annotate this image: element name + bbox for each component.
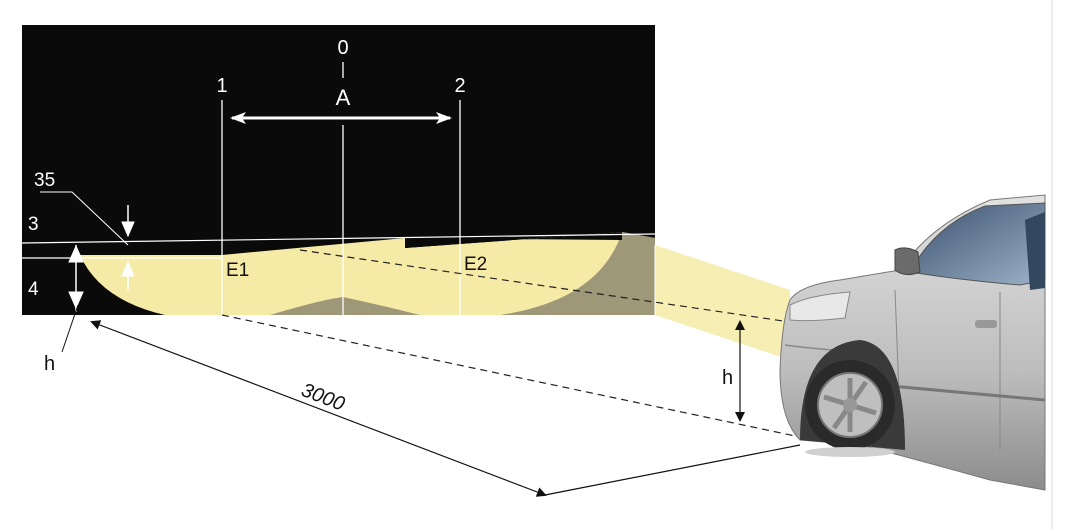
label-zero: 0 (337, 37, 348, 59)
label-35: 35 (34, 170, 55, 191)
label-e1: E1 (226, 260, 249, 281)
car-illustration (779, 194, 1046, 491)
leader-35 (40, 191, 129, 246)
beam-pattern-left (80, 255, 222, 315)
dimension-3000-line (90, 320, 547, 497)
dimension-arrows-35 (121, 205, 135, 290)
dimension-arrows-h (68, 244, 84, 312)
beam-shadow-right (500, 232, 655, 315)
dashed-axis-upper (299, 249, 791, 323)
label-h-left: h (44, 353, 55, 375)
label-1: 1 (216, 75, 227, 97)
line-3 (21, 233, 656, 244)
label-4: 4 (28, 279, 39, 300)
label-h-right: h (722, 367, 733, 389)
label-2: 2 (454, 75, 465, 97)
beam-pattern-middle (222, 232, 655, 315)
beam-shadow-center (270, 297, 420, 315)
leader-h-left (61, 304, 79, 353)
dimension-3000-extension (544, 444, 801, 496)
beam-cutoff-step (405, 232, 622, 248)
label-e2: E2 (464, 254, 487, 275)
label-a: A (336, 85, 351, 110)
label-3: 3 (28, 214, 39, 235)
